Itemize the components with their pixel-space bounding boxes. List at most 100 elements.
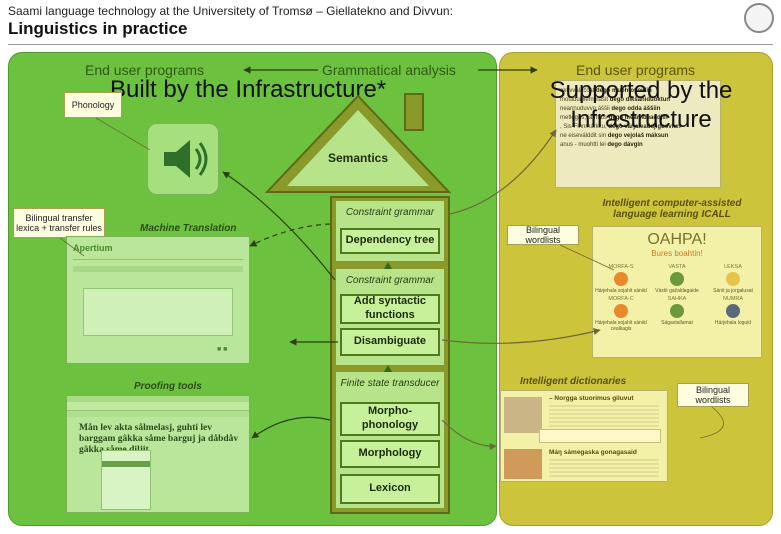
news-headline-2: Máŋ sámegaska gonagasaid [549,449,637,456]
apertium-title: Apertium [73,243,113,253]
morphology-box: Morphology [340,440,440,468]
constraint-grammar-label-1: Constraint grammar [345,207,435,218]
oahpa-game-sahka[interactable]: SAHKA Ságastallamat [649,296,705,332]
oahpa-game-morfa-s[interactable]: MORFA-S Hárjehala sojahit sániid [593,264,649,294]
dictionary-row: anus - muohtti lei dego dávgin [560,141,720,150]
proofing-toolbar [67,402,249,411]
selected-suggestion[interactable] [102,461,150,467]
dashed-arrow-to-mt [249,223,331,247]
dependency-tree-box: Dependency tree [340,228,440,254]
dictionary-row-match: dego vejolaš máksun [607,133,669,139]
dictionary-row-source: ne eiseválddit sin [560,133,608,139]
header-divider [8,44,773,45]
oahpa-game-caption: Ságastallamat [661,320,693,326]
dictionary-popup [539,429,661,443]
lexica-note-line [59,237,85,257]
oahpa-game-icon [670,304,684,318]
dictionary-row-source: metlogus, ja rittus [560,115,609,121]
dictionary-row-source: akŧivválaččat [560,88,597,94]
morpho-phonology-box: Morpho-phonology [340,402,440,436]
bilingual-lexica-note: Bilingual transfer lexica + transfer rul… [13,208,105,238]
arrow-to-icall [441,328,601,344]
phonology-note: Phonology [64,92,122,118]
disambiguate-box: Disambiguate [340,328,440,356]
up-arrow-2 [384,365,392,372]
header-title: Linguistics in practice [8,19,188,38]
oahpa-game-heading: MORFA-S [608,264,634,270]
university-seal-logo [744,3,774,33]
arrow-to-proofing [251,416,331,439]
oahpa-game-caption: Hárjehala sojahit sániid cealkagis [595,320,647,332]
phonology-note-line [95,117,151,151]
oahpa-game-heading: NUMRA [722,296,744,302]
oahpa-game-icon [726,272,740,286]
dictionary-row-source: , Sis-Finnmárkku, [560,124,609,130]
finite-state-transducer-label: Finite state transducer [340,378,440,389]
apertium-text-area[interactable] [83,288,233,336]
dictionary-row-match: dego dikšaniduoktun [609,97,671,103]
news-headline-1: – Norgga stuorimus giluvut [549,395,634,402]
dictionary-row: neannuduvvo áššii dego odda áššiin [560,105,720,114]
oahpa-screenshot: OAHPA! Bures boahtin! MORFA-S Hárjehala s… [592,226,762,358]
oahpa-title: OAHPA! [647,231,707,248]
dictionary-row-match: dego muohtovoidin [596,88,652,94]
oahpa-game-heading: MORFA-C [608,296,634,302]
dictionary-row-source: anus - muohtti lei [560,142,608,148]
oahpa-game-heading: SAHKA [667,296,687,302]
dictionary-row-source: neannuduvvo áššii [560,106,612,112]
proofing-ruler [67,411,249,417]
semantics-label: Semantics [328,151,389,165]
bilingual-wordlists-note-2: Bilingual wordlists [677,383,749,407]
oahpa-game-morfa-c[interactable]: MORFA-C Hárjehala sojahit sániid cealkagi… [593,296,649,332]
arrow-to-speaker [222,171,336,281]
grammatical-analysis-label: Grammatical analysis [322,62,456,78]
lexicon-box: Lexicon [340,474,440,504]
spelling-suggestions-menu[interactable] [101,450,151,510]
supported-by-infrastructure-label: Supported by the Infrastructure [549,77,733,133]
news-image-1 [504,397,542,433]
speaker-icon [164,140,208,178]
speech-synthesis-app [147,123,219,195]
dictionary-row: metlogus, ja rittus dego mearrideaddjin [560,114,720,123]
built-by-infrastructure-label: Built by the Infrastructure* [110,76,387,103]
oahpa-game-caption: Hárjehala sojahit sániid [595,288,647,294]
add-syntactic-functions-box: Add syntactic functions [340,294,440,324]
wordlists-note-2-line [699,406,724,439]
left-end-user-label: End user programs [85,62,205,78]
constraint-grammar-label-2: Constraint grammar [345,275,435,286]
apertium-toolbar [73,266,243,272]
dictionary-rows: akŧivválaččat dego muohtovoidin mouldui l… [556,81,720,150]
dictionary-row: , Sis-Finnmárkku, dego várjaleaddjiguovl… [560,123,720,132]
icall-label: Intelligent computer-assisted language l… [602,198,742,220]
machine-translation-label: Machine Translation [140,223,237,234]
proofing-screenshot: Mån lev akta sålmelasj, guhti lev bargga… [66,395,250,513]
oahpa-subtitle: Bures boahtin! [651,249,703,258]
oahpa-game-icon [726,304,740,318]
news-image-2 [504,449,542,479]
dictionary-lookup-screenshot: akŧivválaččat dego muohtovoidin mouldui l… [555,80,721,188]
intelligent-dictionaries-label: Intelligent dictionaries [520,376,627,387]
dictionary-row-match: dego várjaleaddjiguovlun [608,124,681,130]
news-text-2 [549,459,659,477]
arrow-to-dictionaries [441,419,497,451]
oahpa-game-caption: Hárjehala loguid [714,320,752,326]
apertium-divider [73,259,243,260]
dictionary-row-match: dego mearrideaddjin [608,115,668,121]
apertium-screenshot: Apertium ■ ■ [66,236,250,364]
oahpa-game-caption: Sánit ja jorgalusat [713,288,753,294]
bilingual-wordlists-note: Bilingual wordlists [507,225,579,245]
dictionary-row: ne eiseválddit sin dego vejolaš máksun [560,132,720,141]
wordlists-note-line [559,244,615,271]
dictionary-row-match: dego odda áššiin [611,106,661,112]
dictionary-row-source: mouldui liemmašit [560,97,610,103]
header-subtitle: Saami language technology at the Univers… [8,4,453,18]
proofing-titlebar [67,396,249,402]
oahpa-game-icon [614,272,628,286]
news-reader-screenshot: – Norgga stuorimus giluvut Máŋ sámegaska… [500,390,668,482]
apertium-logo: ■ ■ [217,346,228,353]
oahpa-game-numra[interactable]: NUMRA Hárjehala loguid [705,296,761,332]
